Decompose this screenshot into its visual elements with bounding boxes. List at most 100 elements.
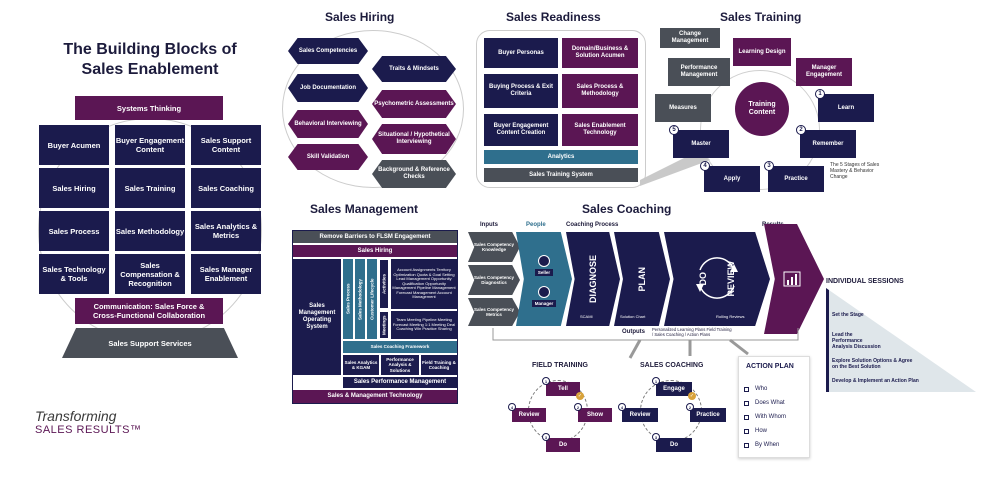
hiring-behavioral: Behavioral Interviewing (288, 110, 368, 138)
training-number-2: 2 (796, 125, 806, 135)
mgmt-performance-mgmt: Sales Performance Management (343, 377, 457, 388)
checkbox-icon (744, 414, 749, 420)
sc-number-3: 3 (652, 433, 660, 441)
management-title: Sales Management (310, 202, 419, 216)
block-buyer-acumen: Buyer Acumen (39, 125, 109, 165)
training-number-5: 5 (669, 125, 679, 135)
hiring-psychometric: Psychometric Assessments (372, 90, 456, 118)
training-learning-design: Learning Design (733, 38, 791, 66)
coaching-people-block: Seller Manager (516, 232, 572, 326)
coaching-manager: Manager (531, 300, 557, 308)
hiring-background: Background & Reference Checks (372, 160, 456, 188)
step-diagnose-note: SCAMI (580, 314, 593, 319)
coaching-seller: Seller (534, 268, 554, 276)
readiness-sales-process: Sales Process & Methodology (562, 74, 638, 108)
checkbox-icon (744, 442, 749, 448)
action-plan-item: With Whom (744, 410, 786, 424)
manager-avatar-icon (538, 286, 550, 298)
coaching-process-label: Coaching Process (566, 222, 619, 228)
ft-number-4: 4 (508, 403, 516, 411)
sc-check-icon: ✓ (688, 392, 696, 400)
mgmt-operating-system: Sales Management Operating System (293, 259, 341, 375)
action-plan-item-label: By When (755, 442, 780, 448)
hiring-skill-validation: Skill Validation (288, 144, 368, 170)
action-plan-item: Who (744, 382, 786, 396)
training-apply: Apply (704, 166, 760, 192)
block-sales-manager-enablement: Sales Manager Enablement (191, 254, 261, 294)
block-sales-compensation: Sales Compensation & Recognition (115, 254, 185, 294)
readiness-buyer-personas: Buyer Personas (484, 38, 558, 68)
seller-avatar-icon (538, 254, 550, 267)
outputs-text: Personalized Learning Plans Field Traini… (652, 327, 732, 338)
ft-tell: Tell (546, 382, 580, 396)
action-plan-title: ACTION PLAN (746, 363, 794, 370)
sc-practice: Practice (690, 408, 726, 422)
step-review-note: Rolling Reviews (716, 314, 745, 319)
support-services-block: Sales Support Services (62, 328, 238, 358)
readiness-buying-process: Buying Process & Exit Criteria (484, 74, 558, 108)
coaching-step-diagnose: DIAGNOSE (566, 232, 620, 326)
block-sales-methodology: Sales Methodology (115, 211, 185, 251)
action-plan-item-label: Who (755, 386, 768, 392)
bar-chart-icon (783, 271, 801, 287)
sales-coaching-cycle-title: SALES COACHING (640, 362, 704, 369)
mgmt-activity-list: Account Assignments Territory Optimizati… (391, 259, 457, 309)
readiness-engagement-content: Buyer Engagement Content Creation (484, 114, 558, 146)
sc-number-4: 4 (618, 403, 626, 411)
cycle-arrows-icon (696, 257, 738, 299)
hiring-title: Sales Hiring (325, 10, 395, 24)
logo-line-2: SALES RESULTS™ (35, 424, 142, 436)
hiring-traits: Traits & Mindsets (372, 56, 456, 82)
communication-block: Communication: Sales Force & Cross-Funct… (75, 298, 223, 324)
training-number-3: 3 (764, 161, 774, 171)
mgmt-sub-analytics: Sales Analytics & KGAM (343, 355, 379, 375)
ft-do: Do (546, 438, 580, 452)
individual-item-3: Explore Solution Options & Agree on the … (832, 358, 913, 370)
hiring-circle (282, 30, 464, 188)
mgmt-sub-performance: Performance Analysis & Solutions (381, 355, 419, 375)
blocks-grid: Buyer Acumen Buyer Engagement Content Sa… (39, 125, 261, 295)
action-plan-list: Who Does What With Whom How By When (744, 382, 786, 452)
block-sales-technology: Sales Technology & Tools (39, 254, 109, 294)
ft-show: Show (578, 408, 612, 422)
action-plan-item-label: With Whom (755, 414, 787, 420)
hiring-competencies: Sales Competencies (288, 38, 368, 64)
logo-line-1: Transforming (35, 408, 117, 424)
coaching-input-knowledge: Sales Competency Knowledge (468, 232, 520, 262)
mgmt-remove-barriers: Remove Barriers to FLSM Engagement (293, 231, 457, 243)
action-plan-item-label: Does What (755, 400, 785, 406)
ft-number-1: 1 (542, 377, 550, 385)
training-measures: Measures (655, 94, 711, 122)
hiring-situational: Situational / Hypothetical Interviewing (372, 124, 456, 154)
individual-item-4: Develop & Implement an Action Plan (832, 378, 919, 384)
action-plan-item: How (744, 424, 786, 438)
training-remember: Remember (800, 130, 856, 158)
sc-engage: Engage (656, 382, 692, 396)
individual-item-2: Lead the Performance Analysis Discussion (832, 332, 881, 350)
mgmt-technology: Sales & Management Technology (293, 390, 457, 403)
training-title: Sales Training (720, 10, 802, 24)
training-number-4: 4 (700, 161, 710, 171)
action-plan-item-label: How (755, 428, 768, 434)
step-plan-note: Solution Chart (620, 314, 646, 319)
checkbox-icon (744, 386, 749, 392)
ft-check-icon: ✓ (576, 392, 584, 400)
field-training-title: FIELD TRAINING (532, 362, 588, 369)
coaching-inputs-label: Inputs (480, 222, 498, 228)
coaching-step-plan: PLAN (614, 232, 670, 326)
block-sales-hiring: Sales Hiring (39, 168, 109, 208)
block-sales-process: Sales Process (39, 211, 109, 251)
main-title: The Building Blocks of Sales Enablement (63, 41, 237, 78)
action-plan-item: By When (744, 438, 786, 452)
mgmt-meeting-list: Team Meeting Pipeline Meeting Forecast M… (391, 311, 457, 339)
training-practice: Practice (768, 166, 824, 192)
management-frame (292, 230, 458, 404)
coaching-step-do-review: DO REVIEW (664, 232, 770, 326)
mgmt-sales-hiring: Sales Hiring (293, 245, 457, 257)
sc-number-2: 2 (686, 403, 694, 411)
sc-review: Review (622, 408, 658, 422)
training-note: The 5 Stages of Sales Mastery & Behavior… (830, 162, 880, 180)
action-plan-card (738, 356, 810, 458)
